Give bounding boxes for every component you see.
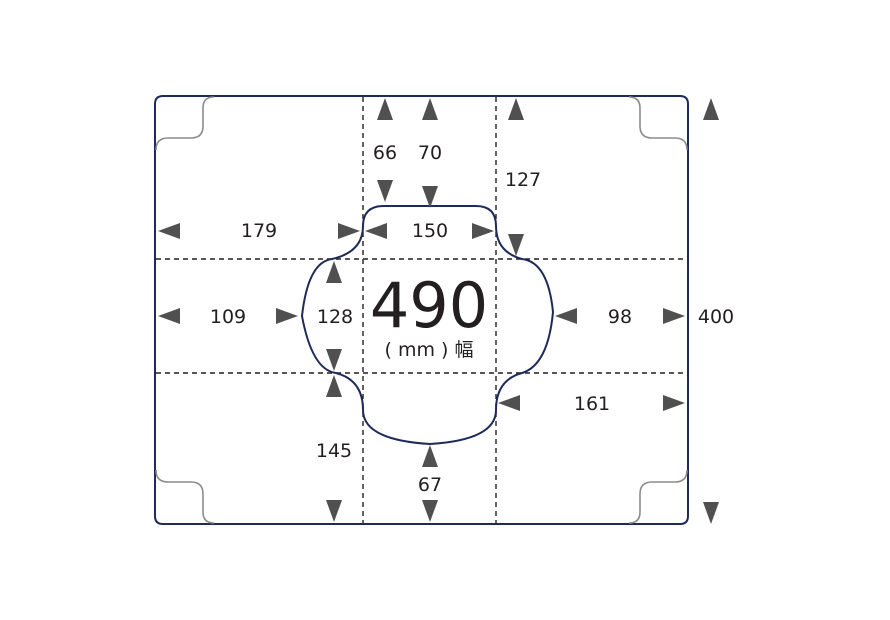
arrow-98-left bbox=[555, 308, 577, 324]
dimension-labels: 66 70 127 179 150 109 128 98 400 161 145… bbox=[210, 142, 734, 496]
arrow-128-up bbox=[326, 261, 342, 283]
label-66: 66 bbox=[373, 142, 397, 164]
label-161: 161 bbox=[574, 393, 610, 415]
arrow-66-up bbox=[377, 98, 393, 120]
label-150: 150 bbox=[412, 220, 448, 242]
arrow-400-down bbox=[703, 502, 719, 524]
label-179: 179 bbox=[241, 220, 277, 242]
label-67: 67 bbox=[418, 474, 442, 496]
arrow-70-up bbox=[422, 98, 438, 120]
arrow-66-down bbox=[377, 180, 393, 202]
arrow-145-down bbox=[326, 500, 342, 522]
label-70: 70 bbox=[418, 142, 442, 164]
arrow-161-left bbox=[498, 395, 520, 411]
label-128: 128 bbox=[317, 306, 353, 328]
arrow-400-up bbox=[703, 98, 719, 120]
total-width-value: 490 bbox=[370, 269, 488, 342]
arrow-179-left bbox=[158, 223, 180, 239]
arrow-150-left bbox=[365, 223, 387, 239]
arrow-70-down bbox=[422, 186, 438, 208]
arrow-67-up bbox=[422, 445, 438, 467]
label-127: 127 bbox=[505, 169, 541, 191]
label-98: 98 bbox=[608, 306, 632, 328]
arrow-109-left bbox=[158, 308, 180, 324]
center-cutout-shape bbox=[300, 205, 555, 446]
arrow-128-down bbox=[326, 349, 342, 371]
arrow-127-down bbox=[508, 234, 524, 256]
dimension-arrows bbox=[158, 98, 719, 524]
arrow-179-right bbox=[338, 223, 360, 239]
label-400: 400 bbox=[698, 306, 734, 328]
total-width: 490 ( mm ) 幅 bbox=[370, 269, 488, 361]
arrow-161-right bbox=[663, 395, 685, 411]
arrow-67-down bbox=[422, 500, 438, 522]
arrow-109-right bbox=[276, 308, 298, 324]
arrow-127-up bbox=[508, 98, 524, 120]
total-width-unit: ( mm ) 幅 bbox=[385, 339, 474, 361]
label-109: 109 bbox=[210, 306, 246, 328]
arrow-150-right bbox=[472, 223, 494, 239]
label-145: 145 bbox=[316, 440, 352, 462]
dashed-grid bbox=[156, 97, 687, 523]
board-outline bbox=[154, 95, 689, 525]
arrow-98-right bbox=[663, 308, 685, 324]
corner-cutouts bbox=[155, 96, 688, 524]
arrow-145-up bbox=[326, 375, 342, 397]
